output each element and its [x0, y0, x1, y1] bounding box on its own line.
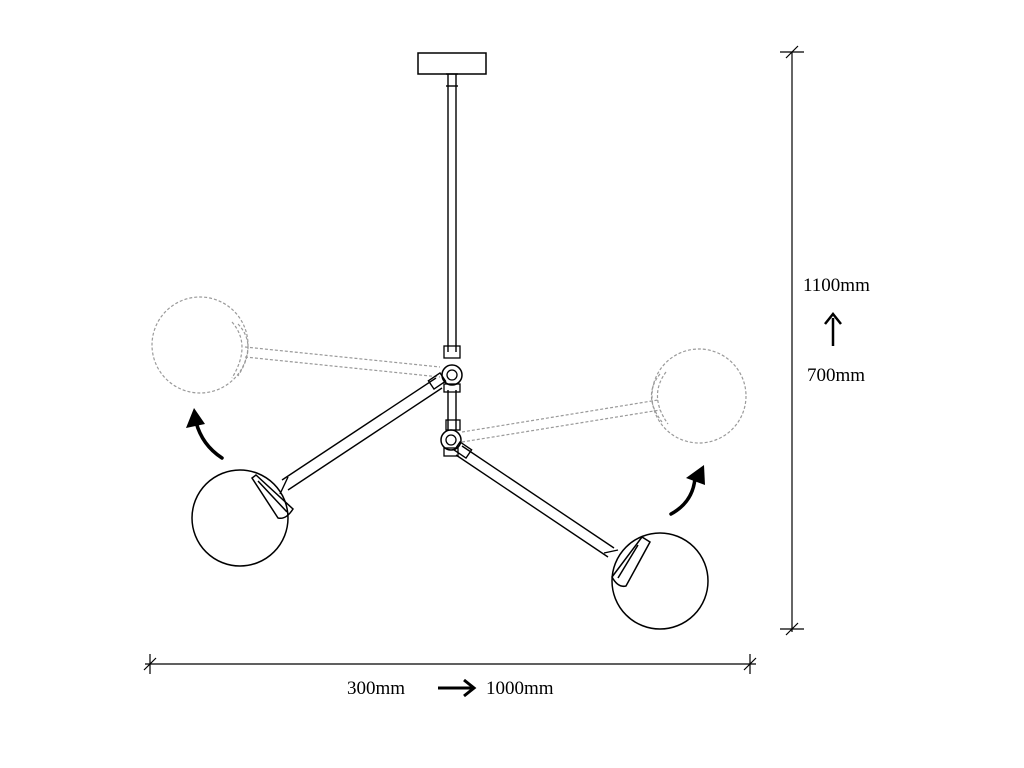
right-arm-raised-ghost	[461, 348, 747, 444]
arrow-up-icon	[824, 311, 842, 346]
left-arm-raised-ghost	[151, 296, 441, 394]
width-min-label: 300mm	[347, 678, 406, 699]
curved-arrow-icon	[194, 420, 224, 460]
width-dimension-line	[143, 654, 757, 674]
ceiling-canopy	[417, 52, 487, 75]
curved-arrow-icon-head-right	[686, 465, 705, 485]
arrow-right-icon	[438, 678, 477, 698]
upper-joint	[441, 345, 463, 393]
left-globe-lowered	[191, 469, 294, 567]
height-dimension-line	[780, 45, 804, 636]
lower-joint	[440, 419, 462, 457]
left-arm-lowered	[279, 371, 447, 495]
height-min-label: 700mm	[807, 365, 866, 386]
height-max-label: 1100mm	[803, 275, 870, 296]
lamp-stem	[446, 73, 458, 430]
width-max-label: 1000mm	[486, 678, 554, 699]
right-globe-lowered	[611, 532, 709, 630]
curved-arrow-icon	[669, 476, 697, 516]
curved-arrow-icon-head-left	[186, 408, 205, 428]
right-arm-lowered	[453, 440, 619, 558]
